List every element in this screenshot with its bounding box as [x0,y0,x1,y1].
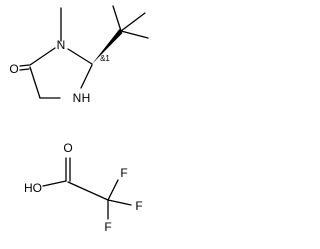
structure-canvas: N O N H &1 HO O F F F [9,5,149,234]
carbonyl-bond-a [19,64,30,67]
stereo-descriptor-label: &1 [100,54,110,63]
tbu-methyl-bond-right [120,12,146,32]
atom-label-fluorine-bottom: F [104,220,111,234]
atom-label-nh-hydrogen: H [82,91,91,105]
atom-label-fluorine-right: F [135,199,142,213]
chemical-structure-drawing: N O N H &1 HO O F F F [9,5,149,234]
atom-label-acid-oxygen: O [63,141,72,155]
c4-c5-bond [29,66,41,99]
n-c4-bond [29,47,56,66]
c2-n3-bond [67,48,93,65]
carbonyl-bond-b [19,68,30,71]
atom-label-carbonyl-oxygen: O [9,62,18,76]
tbu-methyl-bond-lower [120,30,149,39]
atom-label-hydroxyl: HO [24,181,42,195]
stereo-wedge-bond [92,29,123,64]
hydroxyl-bond [42,180,67,187]
tfa-molecule [42,157,132,220]
c-f-bond-right [107,199,132,206]
n1-c2-bond [80,64,93,89]
atom-label-fluorine-top: F [120,166,127,180]
atom-label-n-ring: N [73,91,82,105]
c-cf3-bond [67,181,109,201]
tbu-methyl-bond-top [112,5,122,32]
atom-label-n-methyl: N [57,38,66,52]
imidazolidinone-molecule [19,5,149,99]
c-f-bond-top [107,179,119,201]
